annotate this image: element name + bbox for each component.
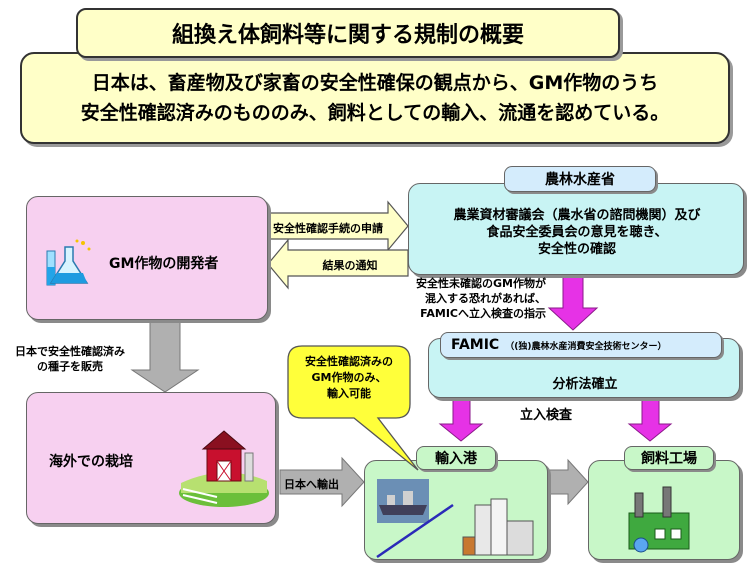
ship-silo-icon bbox=[376, 479, 534, 559]
instruction-line-3: FAMICへ立入検査の指示 bbox=[420, 307, 546, 320]
seed-sales-arrow bbox=[130, 321, 200, 393]
method-label: 分析法確立 bbox=[552, 377, 618, 392]
callout-line-2: GM作物のみ、 bbox=[311, 371, 387, 384]
famic-full-name: （(独)農林水産消費安全技術センター） bbox=[505, 341, 667, 352]
result-label: 結果の通知 bbox=[322, 259, 378, 272]
lab-flask-icon bbox=[46, 239, 91, 286]
application-label: 安全性確認手続の申請 bbox=[273, 222, 383, 235]
port-to-factory-arrow bbox=[545, 458, 589, 506]
overseas-box: 海外での栽培 bbox=[26, 392, 276, 524]
factory-icon bbox=[628, 486, 690, 553]
factory-tag: 飼料工場 bbox=[624, 446, 714, 470]
page-title: 組換え体飼料等に関する規制の概要 bbox=[76, 8, 620, 58]
port-box bbox=[364, 460, 548, 560]
inspection-arrow-port bbox=[438, 397, 484, 442]
instruction-line-2: 混入する恐れがあれば、 bbox=[425, 292, 546, 305]
instruction-arrow bbox=[547, 274, 599, 331]
inspection-label: 立入検査 bbox=[520, 408, 573, 423]
instruction-line-1: 安全性未確認のGM作物が bbox=[416, 277, 546, 290]
instruction-text: 安全性未確認のGM作物が 混入する恐れがあれば、 FAMICへ立入検査の指示 bbox=[366, 276, 546, 321]
application-arrow bbox=[267, 200, 409, 252]
callout-line-3: 輸入可能 bbox=[327, 387, 371, 400]
export-arrow bbox=[279, 456, 365, 508]
callout-text: 安全性確認済みの GM作物のみ、 輸入可能 bbox=[290, 354, 408, 402]
developer-label: GM作物の開発者 bbox=[109, 256, 219, 272]
ministry-box: 農業資材審議会（農水省の諮問機関）及び 食品安全委員会の意見を聴き、 安全性の確… bbox=[408, 183, 744, 275]
callout-bubble bbox=[287, 345, 419, 471]
famic-name: FAMIC bbox=[451, 337, 500, 353]
port-tag: 輸入港 bbox=[416, 446, 496, 470]
overseas-label: 海外での栽培 bbox=[49, 454, 133, 470]
inspection-arrow-factory bbox=[627, 397, 673, 442]
famic-tag: FAMIC （(独)農林水産消費安全技術センター） bbox=[440, 332, 722, 358]
summary-box: 日本は、畜産物及び家畜の安全性確保の観点から、GM作物のうち 安全性確認済みのも… bbox=[20, 52, 730, 144]
summary-line-2: 安全性確認済みのもののみ、飼料としての輸入、流通を認めている。 bbox=[80, 102, 670, 124]
farm-barn-icon bbox=[179, 430, 269, 507]
summary-line-1: 日本は、畜産物及び家畜の安全性確保の観点から、GM作物のうち bbox=[91, 72, 659, 94]
result-arrow bbox=[267, 238, 409, 290]
ministry-line-3: 安全性の確認 bbox=[537, 242, 616, 257]
export-label: 日本へ輸出 bbox=[284, 478, 339, 491]
developer-box: GM作物の開発者 bbox=[26, 196, 268, 320]
ministry-line-1: 農業資材審議会（農水省の諮問機関）及び bbox=[453, 208, 701, 223]
callout-line-1: 安全性確認済みの bbox=[305, 355, 393, 368]
factory-box bbox=[588, 460, 740, 560]
ministry-line-2: 食品安全委員会の意見を聴き、 bbox=[486, 225, 668, 240]
ministry-tag: 農林水産省 bbox=[504, 166, 656, 192]
seed-sales-line-1: 日本で安全性確認済み bbox=[15, 345, 125, 358]
seed-sales-line-2: の種子を販売 bbox=[37, 360, 103, 373]
seed-sales-text: 日本で安全性確認済み の種子を販売 bbox=[2, 344, 138, 374]
